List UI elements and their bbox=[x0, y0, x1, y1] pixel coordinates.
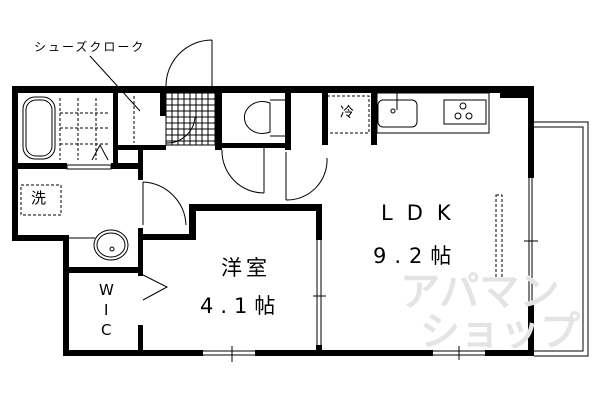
balcony bbox=[534, 121, 589, 357]
wic-door-icon bbox=[142, 274, 169, 301]
toilet-door-icon bbox=[221, 148, 265, 194]
walls bbox=[12, 86, 534, 356]
entry-door-icon bbox=[165, 39, 213, 88]
watermark: アパマン ショップ bbox=[400, 272, 580, 352]
washer-pan-icon bbox=[20, 184, 62, 216]
shoe-closet-label: シューズクローク bbox=[34, 40, 146, 54]
ldk-name: LDK bbox=[381, 201, 465, 225]
western-room-size: 4.1帖 bbox=[200, 294, 283, 318]
hall-door-icon bbox=[142, 181, 187, 226]
ldk-size: 9.2帖 bbox=[373, 244, 460, 268]
storage-rail bbox=[495, 194, 503, 281]
wic-label-i: I bbox=[104, 301, 109, 319]
windows bbox=[203, 178, 538, 362]
watermark-line2: ショップ bbox=[420, 309, 580, 355]
fridge-space-icon bbox=[326, 95, 370, 134]
stove-icon bbox=[443, 99, 487, 125]
kitchen-counter bbox=[376, 92, 490, 134]
ldk-door-icon bbox=[285, 152, 328, 201]
wic-label-w: W bbox=[99, 281, 114, 299]
fridge-label: 冷 bbox=[340, 105, 354, 121]
wash-basin-icon bbox=[93, 229, 129, 261]
tile-grid bbox=[165, 92, 216, 146]
fixtures bbox=[20, 39, 503, 301]
western-room-name: 洋室 bbox=[221, 256, 271, 280]
laundry-label: 洗 bbox=[31, 189, 47, 207]
watermark-line1: アパマン bbox=[400, 269, 560, 315]
wic-label-c: C bbox=[101, 321, 112, 339]
bathtub-icon bbox=[22, 96, 56, 160]
toilet-icon bbox=[243, 99, 287, 137]
